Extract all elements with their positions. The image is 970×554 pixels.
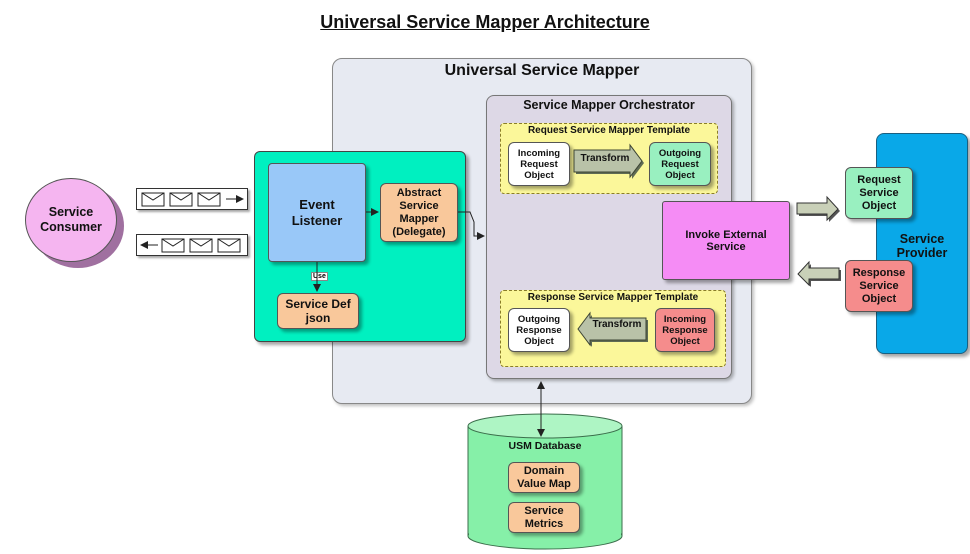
usm-database-title: USM Database	[508, 440, 582, 452]
outgoing-response-object: Outgoing Response Object	[508, 308, 570, 352]
service-provider-label: Service Provider	[896, 232, 948, 260]
outgoing-request-object: Outgoing Request Object	[649, 142, 711, 186]
response-service-object: Response Service Object	[845, 260, 913, 312]
incoming-request-label: Incoming Request Object	[517, 147, 561, 181]
abstract-mapper-label: Abstract Service Mapper (Delegate)	[392, 186, 446, 238]
event-listener: Event Listener	[268, 163, 366, 262]
service-consumer-label: Service Consumer	[40, 205, 102, 234]
outgoing-request-label: Outgoing Request Object	[658, 147, 702, 181]
incoming-request-object: Incoming Request Object	[508, 142, 570, 186]
response-transform-label: Transform	[592, 319, 642, 330]
invoke-label: Invoke External Service	[685, 228, 767, 253]
service-metrics: Service Metrics	[508, 502, 580, 533]
request-service-object: Request Service Object	[845, 167, 913, 219]
usm-heading: Universal Service Mapper	[444, 62, 640, 79]
request-service-label: Request Service Object	[857, 173, 901, 212]
domain-value-map: Domain Value Map	[508, 462, 580, 493]
use-label: Use	[311, 272, 328, 281]
service-consumer: Service Consumer	[25, 178, 117, 262]
block-arrow-icon	[797, 260, 841, 287]
abstract-service-mapper: Abstract Service Mapper (Delegate)	[380, 183, 458, 242]
response-message-queue	[136, 234, 248, 256]
event-listener-label: Event Listener	[291, 196, 343, 228]
domain-value-map-label: Domain Value Map	[517, 464, 571, 490]
outgoing-response-label: Outgoing Response Object	[516, 313, 562, 347]
response-service-label: Response Service Object	[852, 266, 906, 305]
invoke-external-service: Invoke External Service	[662, 201, 790, 280]
request-template-title: Request Service Mapper Template	[527, 125, 691, 136]
response-template-title: Response Service Mapper Template	[527, 292, 699, 303]
incoming-response-label: Incoming Response Object	[662, 313, 708, 347]
request-transform-label: Transform	[580, 153, 630, 164]
diagram-title: Universal Service Mapper Architecture	[320, 12, 650, 32]
block-arrow-icon	[796, 195, 840, 222]
request-message-queue	[136, 188, 248, 210]
orchestrator-heading: Service Mapper Orchestrator	[523, 98, 695, 112]
service-def-label: Service Def json	[285, 297, 351, 325]
service-metrics-label: Service Metrics	[524, 504, 564, 530]
service-def: Service Def json	[277, 293, 359, 329]
incoming-response-object: Incoming Response Object	[655, 308, 715, 352]
